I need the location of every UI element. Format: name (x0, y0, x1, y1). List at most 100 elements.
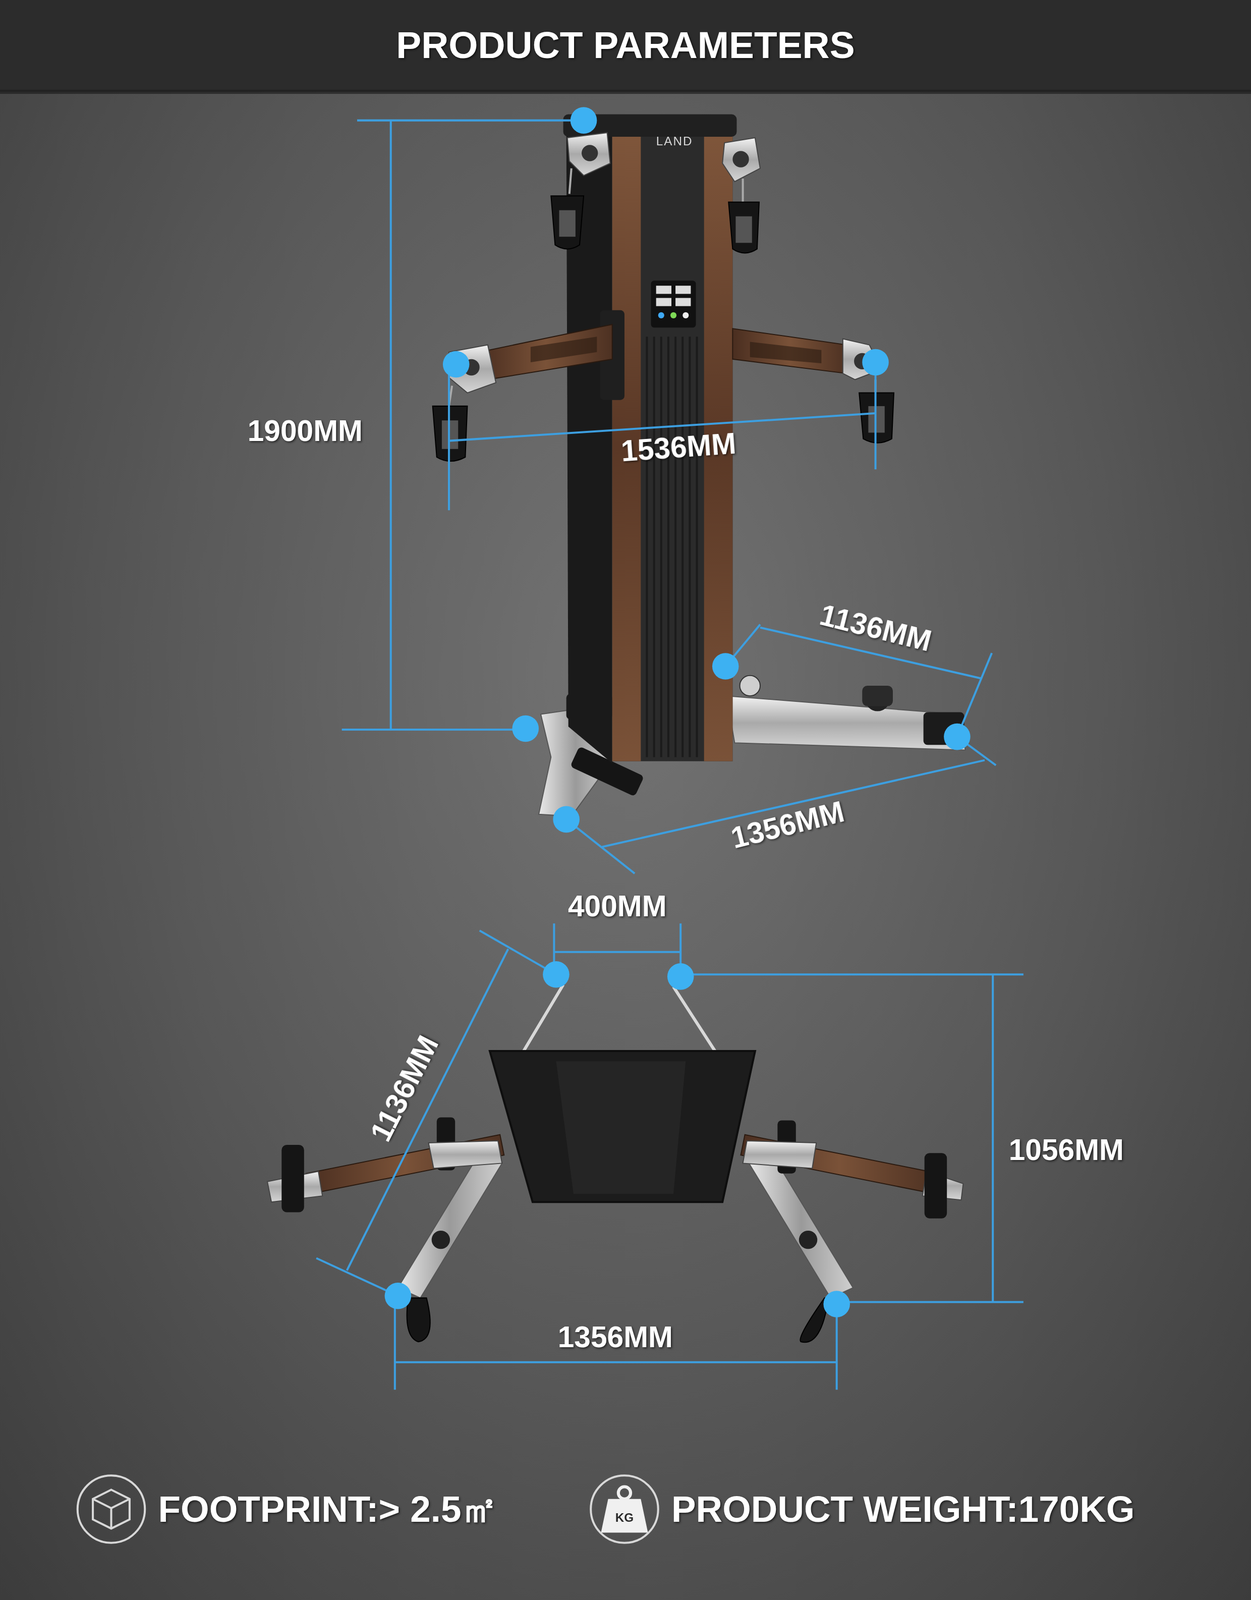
machine-illustration (653, 336, 656, 757)
weight-icon-text: KG (615, 1511, 634, 1525)
machine-illustration (567, 132, 611, 176)
machine-illustration (674, 336, 677, 757)
dimension-line (347, 948, 509, 1271)
dimension-line (447, 362, 450, 510)
machine-illustration (530, 336, 597, 363)
dimension-dot (943, 723, 971, 751)
dimension-dot (667, 962, 695, 990)
weight-icon (600, 1498, 648, 1533)
dimension-line (553, 950, 681, 953)
machine-illustration (732, 328, 847, 374)
machine-illustration (675, 298, 691, 307)
machine-illustration (581, 144, 598, 161)
brand-logo: LAND (656, 135, 694, 149)
machine-illustration (670, 312, 677, 319)
dimension-dot (823, 1290, 850, 1318)
machine-illustration (658, 312, 665, 319)
machine-illustration (728, 201, 760, 253)
top-view-illustration (924, 1152, 948, 1218)
dimension-dot (542, 960, 570, 988)
weight-icon (590, 1474, 659, 1543)
dimension-line (342, 728, 526, 731)
dimension-label: 1136MM (816, 598, 935, 658)
footprint-icon (109, 1507, 112, 1528)
machine-illustration (742, 178, 745, 203)
dimension-label: 1356MM (557, 1321, 673, 1354)
header-bar (0, 89, 1251, 94)
header-bar (0, 0, 1251, 94)
machine-illustration (681, 336, 684, 757)
machine-illustration (441, 420, 459, 449)
machine-illustration (645, 336, 648, 757)
dimension-line (394, 1360, 837, 1363)
machine-illustration (862, 685, 893, 706)
dimension-dot (384, 1282, 412, 1310)
machine-illustration (569, 168, 572, 195)
header-bar (0, 0, 1251, 92)
dimension-label: 1056MM (1008, 1134, 1124, 1167)
dimension-line (680, 973, 1024, 976)
dimension-line (836, 1300, 1024, 1303)
machine-illustration (667, 336, 670, 757)
weight-spec: PRODUCT WEIGHT:170KG (671, 1488, 1135, 1529)
dimension-dot (570, 106, 598, 134)
machine-illustration (682, 312, 689, 319)
top-view-illustration (522, 984, 564, 1053)
footprint-icon (77, 1474, 146, 1543)
top-view-illustration (743, 1140, 817, 1169)
top-view-illustration (407, 1297, 431, 1342)
machine-illustration (675, 285, 691, 294)
dimension-label: 1136MM (364, 1030, 446, 1147)
dimension-dot (552, 806, 580, 833)
machine-illustration (432, 114, 966, 816)
machine-illustration (722, 137, 761, 182)
footprint-icon (92, 1489, 130, 1529)
top-view-illustration (281, 1144, 305, 1212)
dimension-line (835, 1305, 838, 1390)
machine-illustration (656, 298, 672, 307)
dimension-line (316, 1257, 398, 1296)
top-view-illustration (428, 1140, 503, 1169)
top-view-illustration (799, 1230, 818, 1249)
dimension-dot (384, 106, 971, 1317)
machine-illustration (646, 336, 697, 757)
machine-illustration (696, 336, 699, 757)
dimension-line (991, 974, 994, 1302)
top-view-illustration (431, 1230, 450, 1249)
machine-illustration (660, 336, 663, 757)
machine-illustration (651, 280, 697, 328)
weight-icon (618, 1486, 631, 1499)
machine-illustration (432, 406, 468, 462)
weight-icon (590, 1474, 659, 1543)
footprint-spec: FOOTPRINT:> 2.5㎡ (158, 1488, 499, 1529)
dimension-line (316, 120, 1024, 1390)
dimension-label: 1900MM (247, 415, 363, 448)
footprint-icon (77, 1474, 146, 1543)
top-view-illustration (267, 984, 964, 1343)
dimension-dot (512, 715, 539, 743)
dimension-dot (862, 349, 889, 376)
dimension-line (389, 120, 392, 730)
dimension-dot (712, 652, 739, 680)
machine-illustration (479, 324, 613, 380)
machine-illustration (750, 341, 822, 363)
machine-illustration (740, 675, 761, 696)
top-view-illustration (673, 986, 717, 1053)
dimension-line (956, 652, 992, 737)
top-view-illustration (489, 1050, 756, 1202)
machine-illustration (550, 195, 584, 249)
machine-illustration (558, 210, 576, 238)
top-view-illustration (749, 1152, 854, 1298)
machine-illustration (688, 336, 691, 757)
dimension-line (393, 1305, 396, 1390)
dimension-label: 400MM (567, 890, 667, 924)
machine-illustration (726, 695, 965, 750)
page-title: PRODUCT PARAMETERS (395, 25, 855, 67)
dimension-dot (442, 351, 470, 378)
machine-illustration (735, 216, 752, 244)
footprint-icon (92, 1498, 130, 1508)
machine-illustration (656, 285, 672, 294)
machine-illustration (732, 150, 749, 167)
